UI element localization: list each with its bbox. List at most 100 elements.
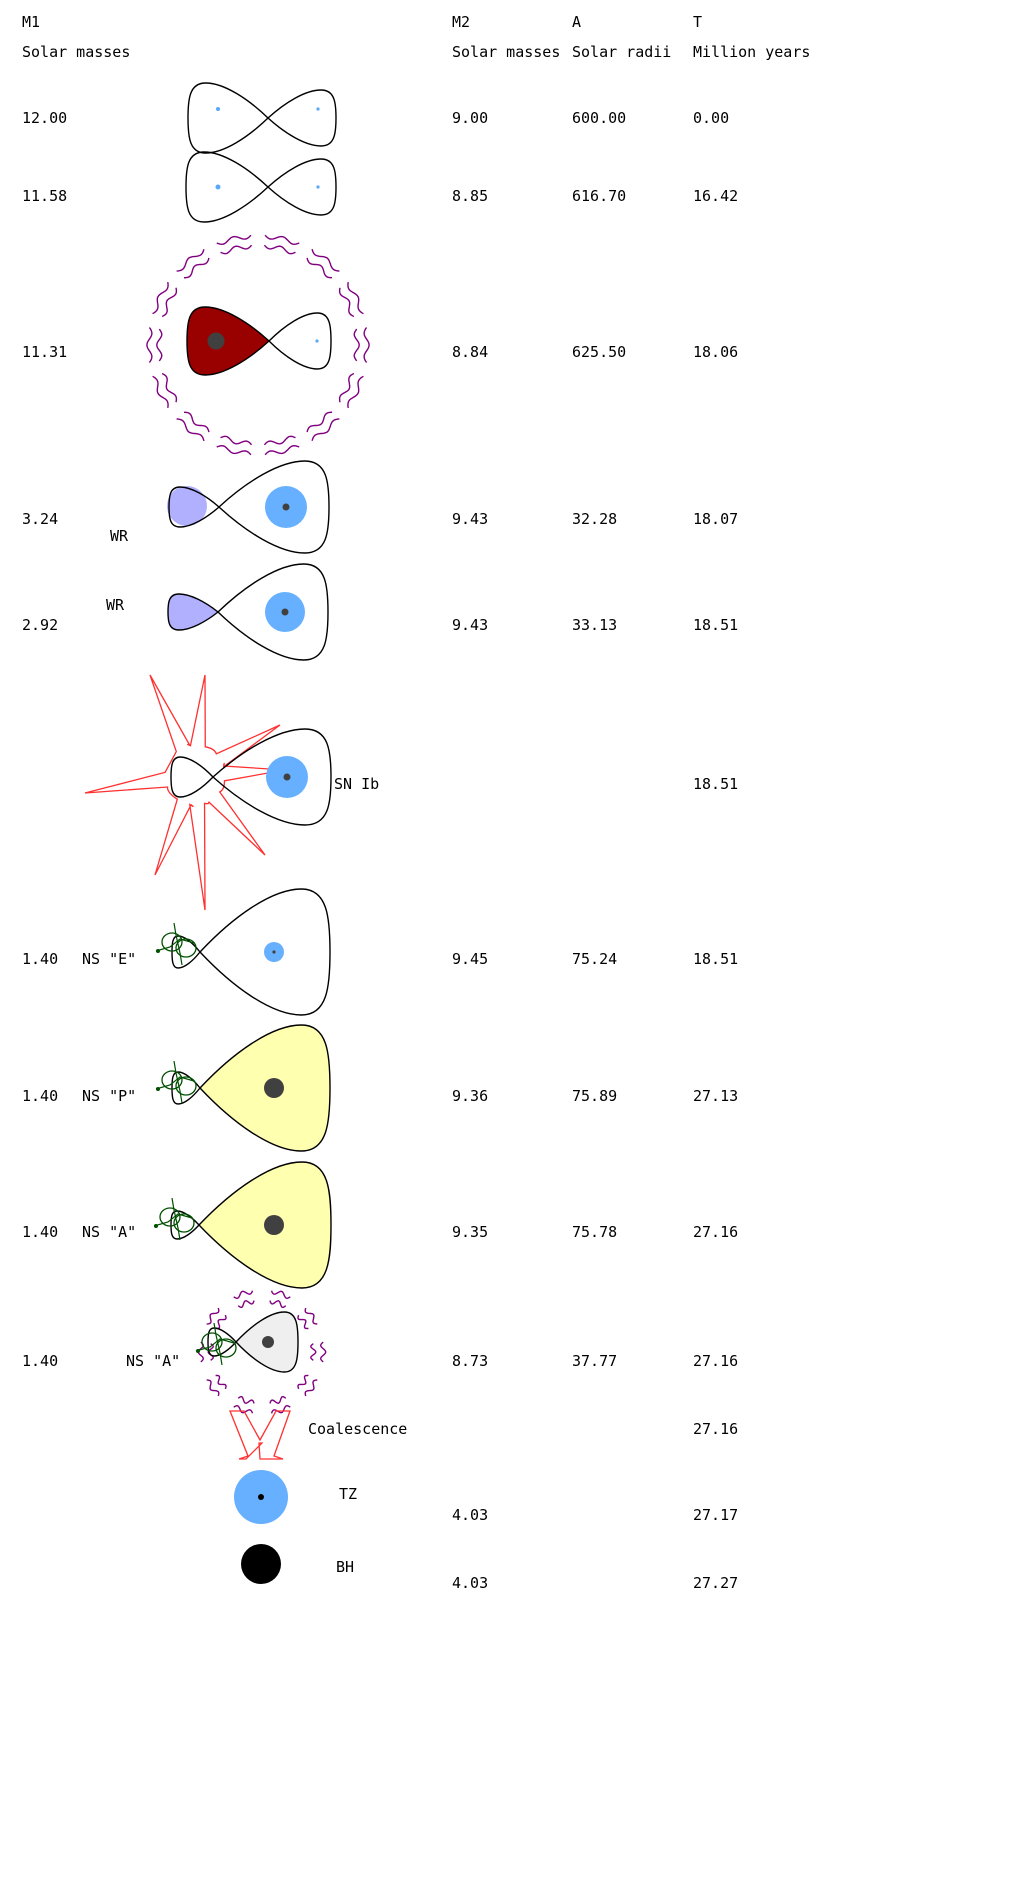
stage-label: WR <box>110 527 129 545</box>
right-roche-lobe <box>211 728 332 826</box>
t-value: 18.51 <box>693 616 739 634</box>
coalescence-arrow-icon <box>229 1410 291 1460</box>
left-roche-lobe <box>167 593 220 631</box>
t-header: T <box>693 13 703 31</box>
m2-value: 9.43 <box>452 510 489 528</box>
stellar-wind-stroke <box>215 1314 227 1330</box>
m2-header: M2 <box>452 13 471 31</box>
right-roche-lobe <box>199 888 331 1016</box>
left-roche-lobe <box>185 151 270 223</box>
m2-value: 9.00 <box>452 109 489 127</box>
m1-value: 3.24 <box>22 510 59 528</box>
primary-star-dot <box>215 184 221 190</box>
t-value: 27.16 <box>693 1223 739 1241</box>
t-value: 27.17 <box>693 1506 739 1524</box>
m1-value: 1.40 <box>22 950 59 968</box>
t-value: 18.06 <box>693 343 739 361</box>
m2-value: 8.73 <box>452 1352 489 1370</box>
stage-label: NS "A" <box>82 1223 137 1241</box>
stage-label: Coalescence <box>308 1420 408 1438</box>
neutron-star-dot <box>196 1349 200 1353</box>
stellar-wind-stroke <box>207 1343 214 1361</box>
stellar-wind-stroke <box>152 375 169 409</box>
companion-core <box>272 950 276 954</box>
a-value: 616.70 <box>572 187 627 205</box>
m2-value: 9.35 <box>452 1223 489 1241</box>
ns-trail-line <box>213 1322 223 1366</box>
companion-core <box>264 1078 284 1098</box>
a-value: 75.24 <box>572 950 618 968</box>
stage-label: SN Ib <box>334 775 380 793</box>
ns-trail-line <box>171 1197 181 1241</box>
companion-core <box>262 1336 274 1348</box>
stellar-wind-stroke <box>338 372 355 403</box>
stellar-wind-stroke <box>311 248 340 272</box>
stellar-wind-stroke <box>264 444 300 456</box>
a-header: A <box>572 13 582 31</box>
a-value: 600.00 <box>572 109 627 127</box>
t-value: 18.07 <box>693 510 739 528</box>
ns-orbit-loop <box>161 1070 183 1090</box>
a-unit: Solar radii <box>572 43 672 61</box>
stellar-wind-stroke <box>297 1374 309 1390</box>
stage-label: NS "E" <box>82 950 137 968</box>
stellar-wind-stroke <box>311 418 340 442</box>
wolf-rayet-binary-1 <box>167 460 330 554</box>
m2-value: 9.45 <box>452 950 489 968</box>
stage-label: TZ <box>339 1485 358 1503</box>
stellar-wind-stroke <box>353 328 360 362</box>
roche-overflow-red-giant <box>146 234 370 456</box>
neutron-star-binary-p <box>155 1024 331 1152</box>
stellar-wind-stroke <box>310 1343 317 1361</box>
neutron-star-binary-e <box>155 888 331 1016</box>
black-hole <box>241 1544 281 1584</box>
secondary-star-dot <box>316 107 320 111</box>
stellar-wind-stroke <box>338 287 355 318</box>
stage-label: BH <box>336 1558 355 1576</box>
stellar-wind-stroke <box>269 1300 287 1308</box>
companion-core <box>281 608 289 616</box>
left-roche-lobe <box>187 82 270 154</box>
ns-orbit-loop <box>175 938 197 958</box>
stellar-wind-stroke <box>269 1396 287 1404</box>
left-roche-lobe <box>186 306 271 376</box>
stellar-wind-stroke <box>347 281 364 315</box>
stellar-wind-stroke <box>347 375 364 408</box>
neutron-star-binary-a <box>153 1161 332 1289</box>
t-value: 16.42 <box>693 187 739 205</box>
neutron-star-dot <box>154 1224 158 1228</box>
stellar-wind-stroke <box>319 1341 327 1363</box>
binary-initial-figure-eight <box>187 82 337 154</box>
stellar-wind-stroke <box>206 1307 220 1325</box>
stellar-wind-stroke <box>183 257 210 279</box>
m1-value: 1.40 <box>22 1352 59 1370</box>
stellar-wind-stroke <box>304 1307 318 1325</box>
stellar-wind-stroke <box>263 435 296 446</box>
stellar-wind-stroke <box>152 282 169 315</box>
ns-orbit-loop <box>161 932 183 952</box>
supernova-burst <box>84 674 332 911</box>
m2-value: 9.43 <box>452 616 489 634</box>
m2-value: 8.84 <box>452 343 489 361</box>
ns-trail-line <box>195 1338 235 1352</box>
stellar-wind-stroke <box>146 327 153 363</box>
ns-trail-line <box>173 922 183 966</box>
m2-value: 4.03 <box>452 1506 489 1524</box>
stellar-wind-stroke <box>161 287 178 318</box>
black-hole-disc <box>241 1544 281 1584</box>
stellar-wind-stroke <box>306 411 333 433</box>
stellar-wind-stroke <box>306 257 332 279</box>
m1-value: 11.31 <box>22 343 68 361</box>
a-value: 75.78 <box>572 1223 618 1241</box>
stellar-wind-stroke <box>270 1290 291 1300</box>
stellar-wind-stroke <box>161 372 178 403</box>
stellar-wind-stroke <box>263 244 296 255</box>
companion-core <box>264 1215 284 1235</box>
stellar-wind-stroke <box>304 1379 318 1397</box>
stellar-wind-stroke <box>237 1300 255 1308</box>
m1-value: 1.40 <box>22 1087 59 1105</box>
left-roche-lobe <box>168 486 221 528</box>
t-value: 18.51 <box>693 950 739 968</box>
stage-label: NS "P" <box>82 1087 137 1105</box>
